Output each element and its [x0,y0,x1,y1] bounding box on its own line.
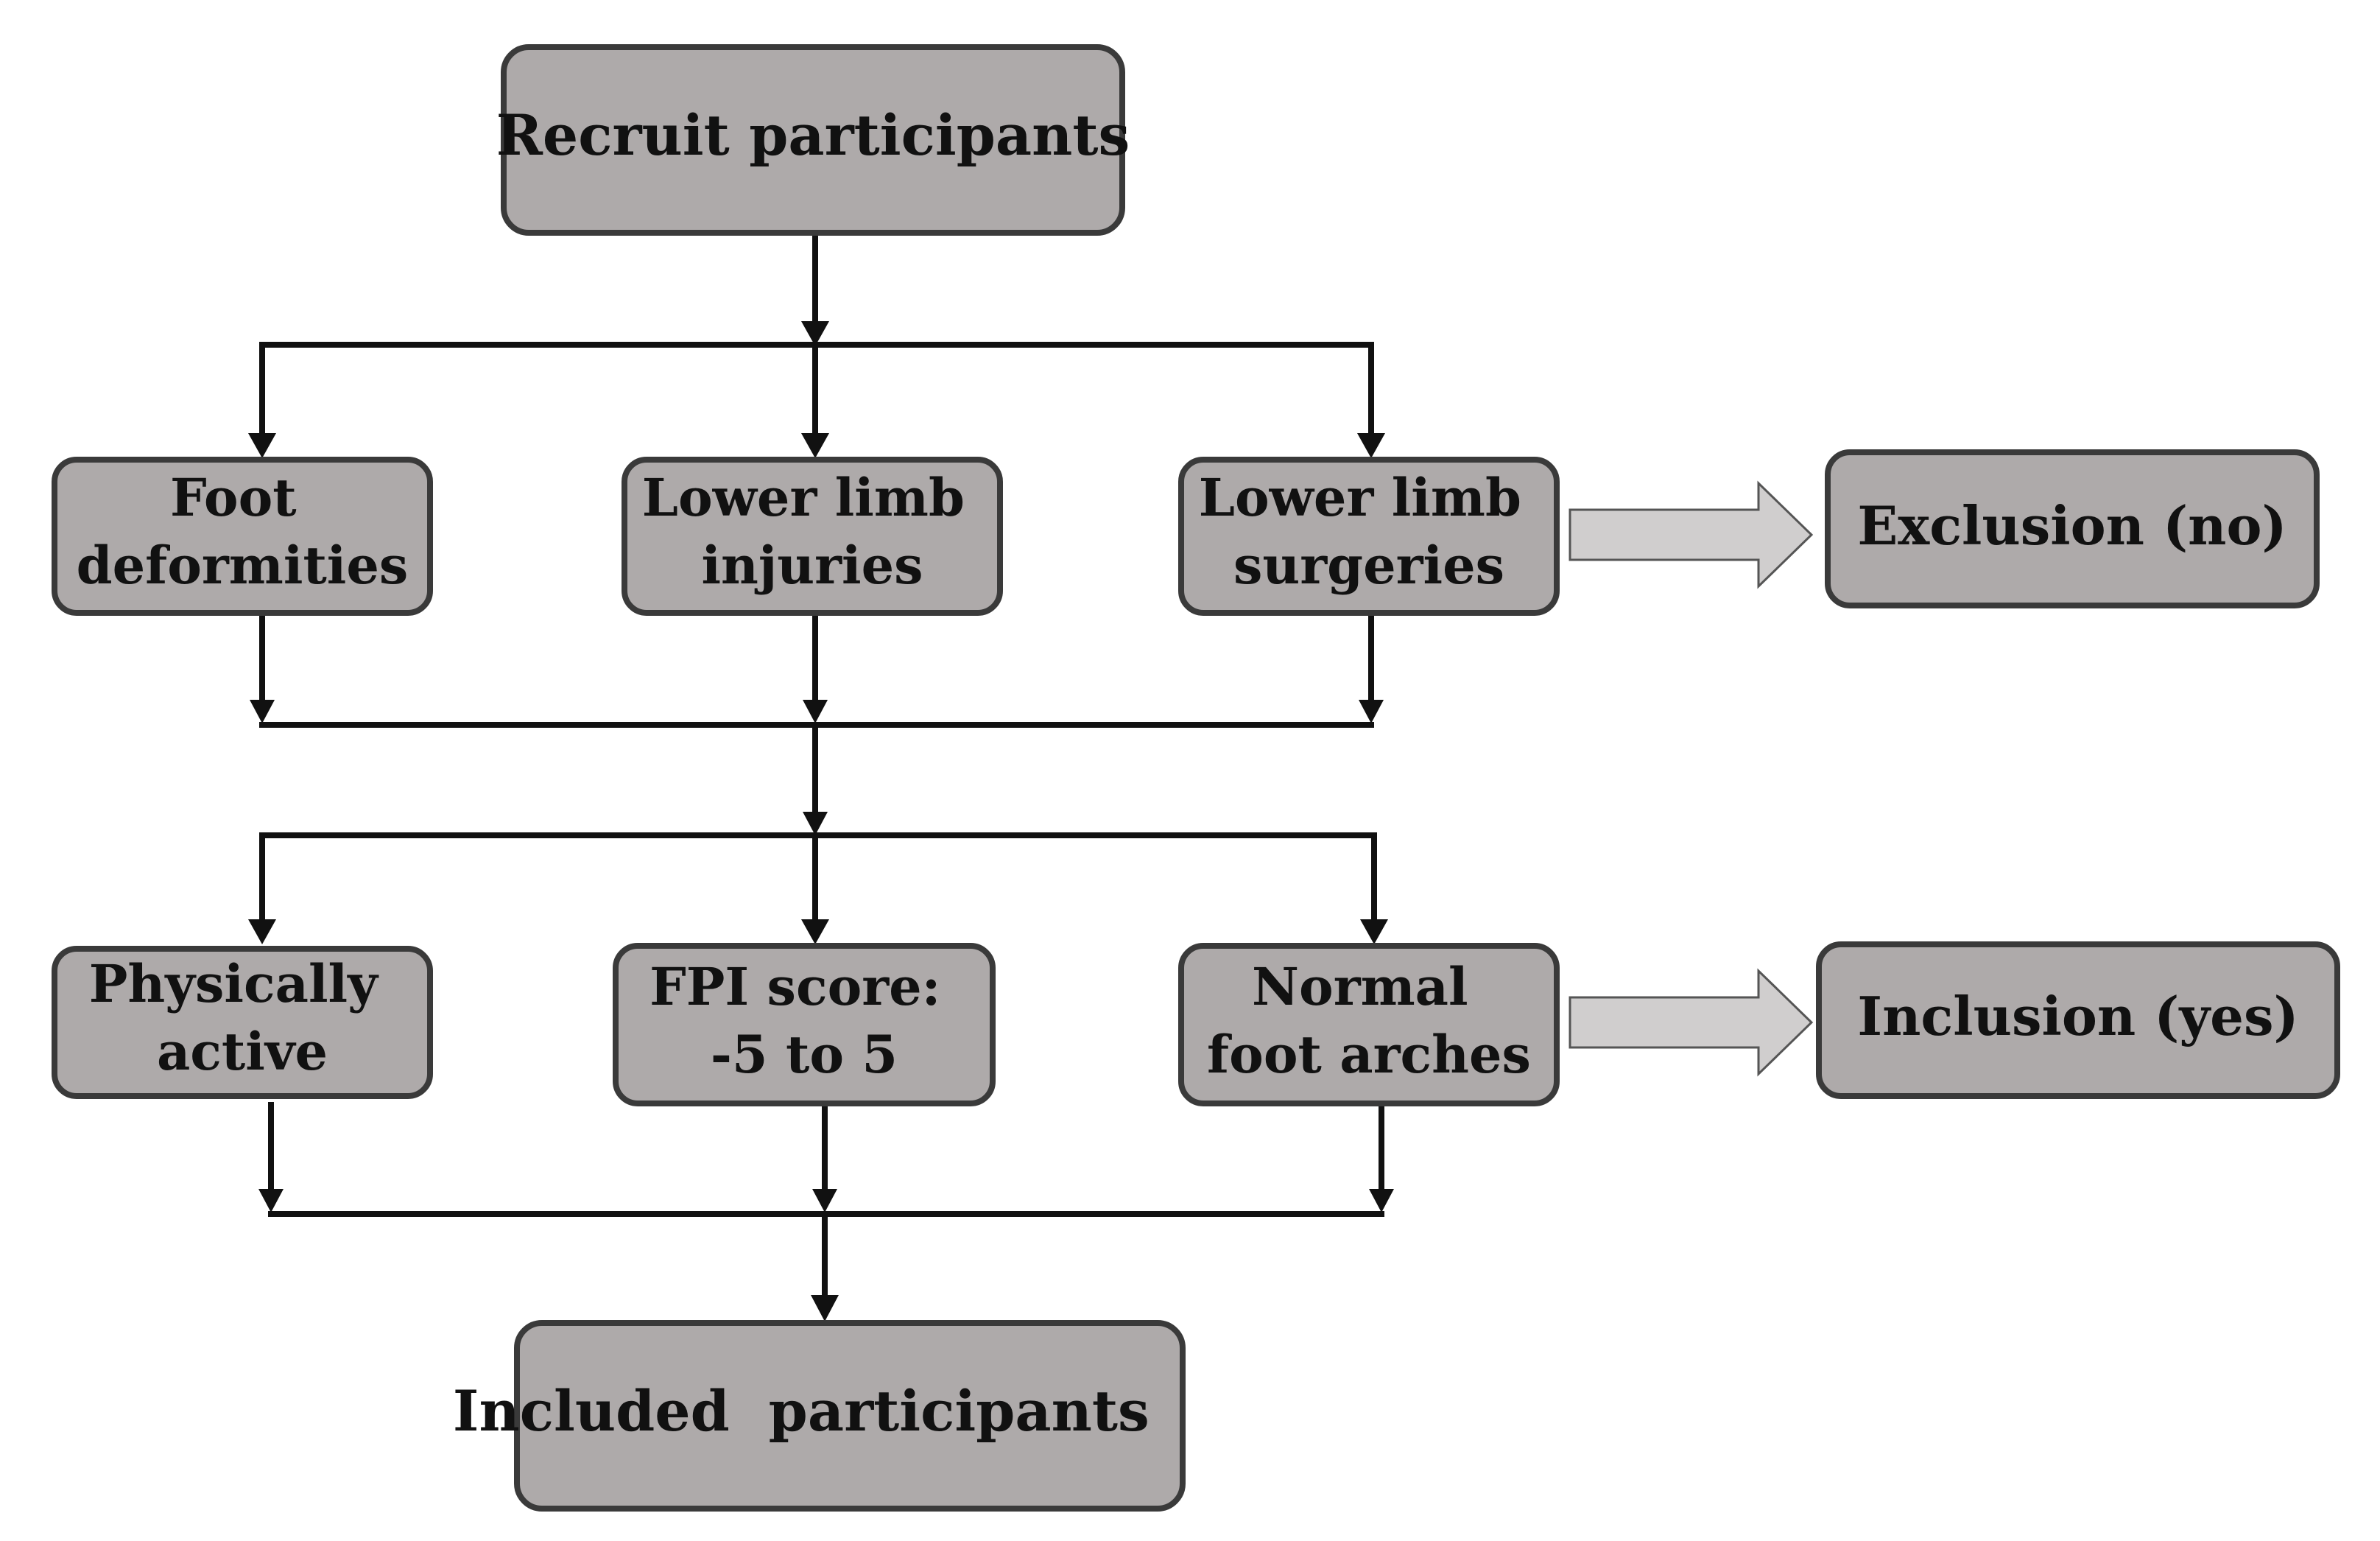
block-arrow-to-inclusion [1569,968,1814,1077]
svg-text:Physically active: Physically active [89,953,395,1082]
block-arrow-to-exclusion [1569,480,1814,589]
box-lower-limb-surgeries-line-2: surgeries [1233,535,1504,596]
box-inclusion-line-1: Inclusion (yes) [1857,985,2298,1047]
box-included-line-1: Included participants [453,1378,1149,1444]
arrowhead [1360,919,1388,944]
connectors-row1-to-row2 [248,611,1388,944]
svg-text:Lower limb injuries: Lower limb injuries [642,467,983,596]
arrowhead [1357,433,1385,458]
arrowhead [248,919,276,944]
box-recruit-line-1: Recruit participants [496,102,1130,168]
box-lower-limb-injuries-line-2: injuries [701,535,923,596]
svg-text:Normal foot arches: Normal foot arches [1207,956,1531,1085]
box-included: Included participants [453,1320,1247,1512]
arrowhead [811,1295,839,1321]
svg-text:Exclusion (no): Exclusion (no) [1857,494,2286,557]
box-physically-active: Physically active [52,946,433,1099]
box-physically-active-line-2: active [157,1021,328,1082]
svg-text:Lower limb surgeries: Lower limb surgeries [1199,467,1540,596]
box-foot-deformities-line-2: deformities [77,535,409,596]
svg-text:Foot deformities: Foot deformities [77,467,409,596]
svg-text:Included participants: Included participants [453,1378,1247,1444]
box-normal-foot-arches-line-2: foot arches [1207,1024,1531,1085]
svg-text:FPI score: -5 to 5: FPI score: -5 to 5 [649,956,959,1085]
box-exclusion-line-1: Exclusion (no) [1857,494,2286,557]
arrowhead [258,1189,284,1212]
arrowhead [801,321,829,346]
box-lower-limb-injuries-line-1: Lower limb [642,467,965,528]
box-foot-deformities: Foot deformities [52,457,433,616]
box-exclusion: Exclusion (no) [1825,449,2320,608]
box-lower-limb-surgeries: Lower limb surgeries [1178,457,1560,616]
svg-text:Recruit participants: Recruit participants [496,102,1130,168]
arrowhead [803,812,828,835]
svg-text:Inclusion (yes): Inclusion (yes) [1857,985,2298,1047]
box-recruit: Recruit participants [496,44,1130,236]
arrowhead [801,919,829,944]
box-fpi-score-line-2: -5 to 5 [711,1024,898,1085]
arrowhead [250,700,275,723]
connectors-recruit-to-row1 [248,230,1385,458]
box-fpi-score-line-1: FPI score: [649,956,940,1017]
connectors-row2-to-included [258,1102,1394,1321]
box-lower-limb-injuries: Lower limb injuries [622,457,1003,616]
box-fpi-score: FPI score: -5 to 5 [613,943,996,1106]
arrowhead [812,1189,837,1212]
box-normal-foot-arches: Normal foot arches [1178,943,1560,1106]
box-physically-active-line-1: Physically [89,953,379,1014]
arrowhead [1369,1189,1394,1212]
box-foot-deformities-line-1: Foot [170,467,297,528]
arrowhead [248,433,276,458]
arrowhead [1359,700,1384,723]
arrowhead [801,433,829,458]
box-lower-limb-surgeries-line-1: Lower limb [1199,467,1521,528]
arrowhead [803,700,828,723]
box-inclusion: Inclusion (yes) [1816,941,2340,1099]
box-normal-foot-arches-line-1: Normal [1252,956,1468,1017]
